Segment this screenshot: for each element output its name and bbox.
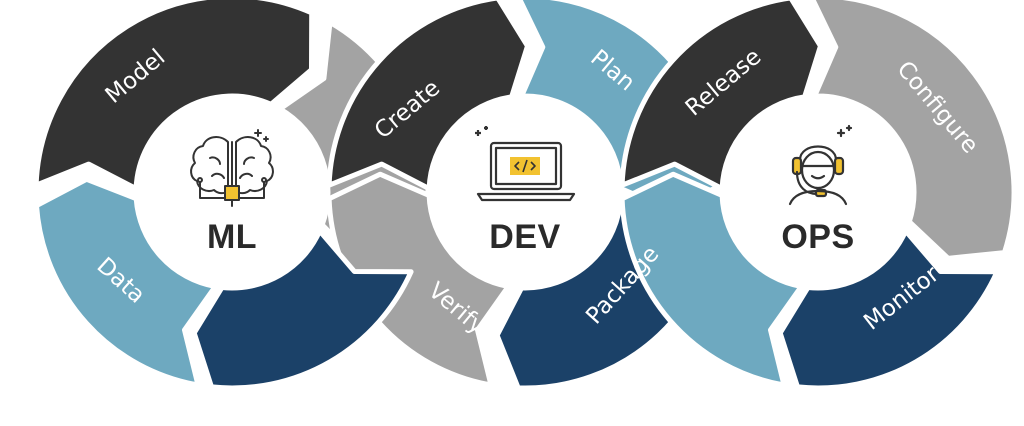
hub-ops-label: OPS [781, 218, 854, 256]
brain-chip-icon [190, 129, 274, 207]
hub-dev-label: DEV [489, 218, 560, 256]
laptop-code-icon [475, 126, 576, 202]
hub-ml: ML [137, 97, 327, 287]
hub-ops: OPS [723, 97, 913, 287]
support-agent-icon [788, 124, 853, 206]
hub-dev-circle [430, 97, 620, 287]
hub-dev: DEV [430, 97, 620, 287]
segment-ml-model [33, 0, 315, 192]
segment-ops-lightblue-bottom [619, 171, 804, 388]
segment-ops-monitor [777, 228, 1000, 391]
hub-ml-label: ML [207, 218, 257, 256]
segment-ops-release [619, 0, 823, 192]
segment-ml-data [34, 176, 218, 388]
ring-segments [33, 0, 1017, 391]
segment-dev-create [326, 0, 530, 192]
segment-ml-navy-bottom [191, 228, 414, 391]
segment-dev-verify [326, 171, 511, 388]
segment-ops-configure [810, 0, 1017, 261]
